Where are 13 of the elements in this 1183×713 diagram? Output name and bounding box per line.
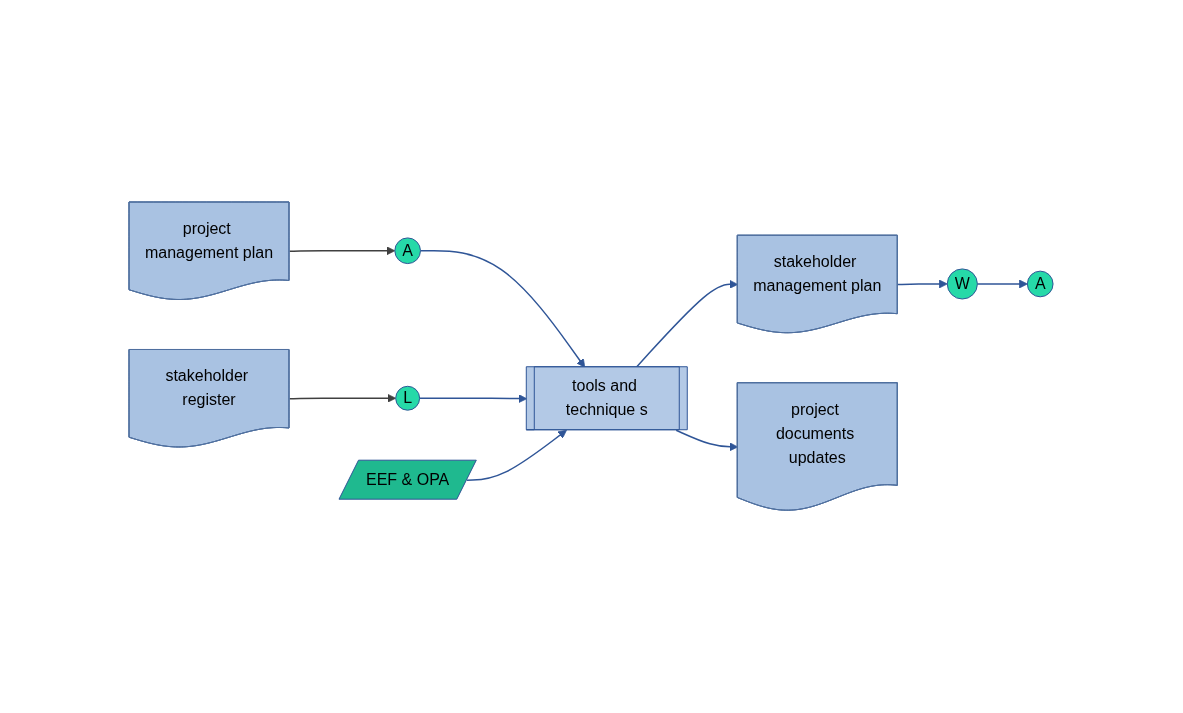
node-circle: W <box>947 268 979 300</box>
arrow <box>289 394 397 404</box>
arrow <box>466 430 568 482</box>
arrow <box>897 279 949 289</box>
node-circle: A <box>394 237 422 265</box>
arrow <box>675 429 739 452</box>
arrow <box>977 279 1029 289</box>
arrow <box>289 246 396 256</box>
arrow <box>420 250 586 369</box>
node-circle: L <box>395 386 421 412</box>
arrow <box>419 394 528 404</box>
node-circle: A <box>1027 271 1054 298</box>
arrow <box>636 280 739 369</box>
